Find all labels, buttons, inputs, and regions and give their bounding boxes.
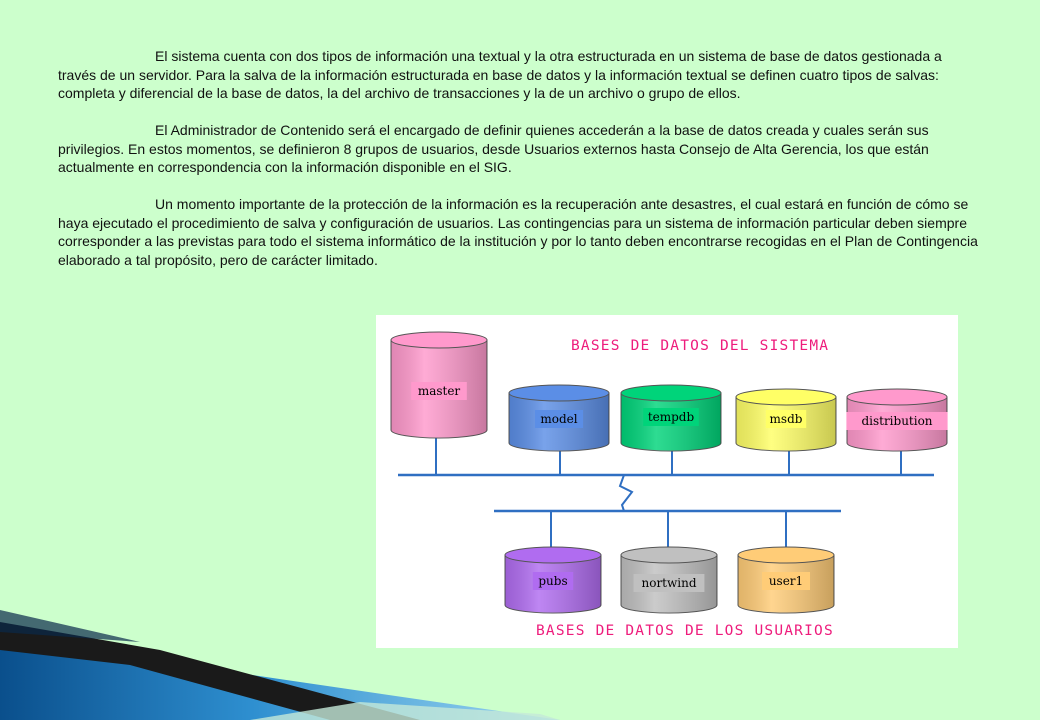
database-label: msdb — [770, 412, 803, 426]
database-diagram: BASES DE DATOS DEL SISTEMA master model te… — [376, 315, 958, 648]
cylinder-top — [620, 546, 718, 564]
label-background — [643, 408, 699, 426]
paragraph-3: Un momento importante de la protección d… — [58, 196, 978, 268]
database-user1: user1 — [737, 546, 835, 614]
cylinder-top — [504, 546, 602, 564]
label-background — [765, 410, 807, 428]
label-background — [846, 412, 948, 430]
paragraph-1: El sistema cuenta con dos tipos de infor… — [58, 48, 942, 101]
database-label: user1 — [769, 574, 803, 588]
database-model: model — [508, 384, 610, 452]
user-databases: pubs nortwind user1 — [504, 546, 835, 614]
database-pubs: pubs — [504, 546, 602, 614]
paragraph-2: El Administrador de Contenido será el en… — [58, 122, 929, 175]
system-databases: master model tempdb msdb distribution — [390, 331, 948, 452]
user-network-bus — [494, 509, 841, 551]
database-distribution: distribution — [846, 388, 948, 452]
label-background — [633, 574, 705, 592]
decorative-corner — [0, 610, 560, 720]
cylinder-top — [737, 546, 835, 564]
database-label: master — [418, 384, 461, 398]
body-text: El sistema cuenta con dos tipos de infor… — [58, 47, 978, 288]
cylinder-top — [390, 331, 488, 349]
cylinder-top — [846, 388, 948, 406]
label-background — [535, 410, 583, 428]
label-background — [532, 572, 574, 590]
cylinder-top — [735, 388, 837, 406]
cylinder-top — [620, 384, 722, 402]
cylinder-top — [508, 384, 610, 402]
database-msdb: msdb — [735, 388, 837, 452]
system-databases-title: BASES DE DATOS DEL SISTEMA — [571, 338, 829, 354]
label-background — [762, 572, 810, 590]
database-label: nortwind — [641, 576, 696, 590]
network-link — [618, 474, 634, 512]
database-label: pubs — [538, 574, 567, 588]
user-databases-title: BASES DE DATOS DE LOS USUARIOS — [536, 623, 834, 639]
database-master: master — [390, 331, 488, 439]
label-background — [411, 382, 467, 400]
database-tempdb: tempdb — [620, 384, 722, 452]
database-nortwind: nortwind — [620, 546, 718, 614]
database-label: tempdb — [648, 410, 695, 424]
database-label: model — [540, 412, 577, 426]
database-label: distribution — [861, 414, 932, 428]
